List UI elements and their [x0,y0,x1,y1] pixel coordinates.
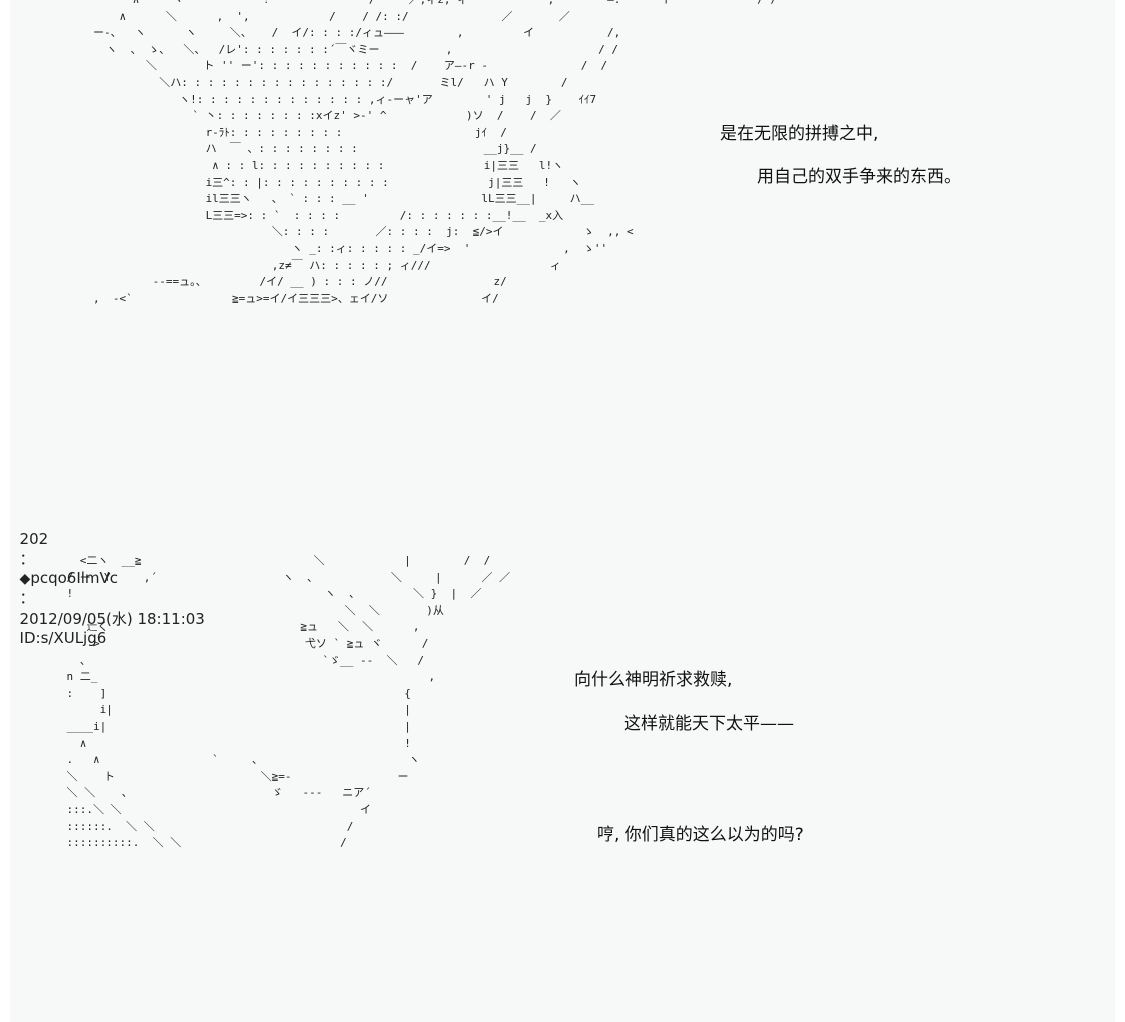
ascii-art-figure-1: ∧ ヾ ! / ／,ィz, ィ , ―. イ / / ∧ ＼ , ', / / … [92,0,777,305]
post-datetime: 2012/09/05(水) 18:11:03 [19,610,205,628]
panel1-line-1: 是在无限的拼搏之中, [720,124,879,144]
post-separator: ： [19,550,35,568]
panel1-line-2: 用自己的双手争来的东西。 [757,167,961,187]
ascii-art-figure-2: <二ヽ __≧ ＼ | / / / ー Y ,´ ヽ 、 ＼ | ／ ／ ! ヽ… [66,554,510,850]
post-separator: ： [19,589,35,607]
panel2-line-1: 向什么神明祈求救赎, [574,670,733,690]
thread-page [10,0,1115,1022]
post-id: ID:s/XULjg6 [19,629,107,647]
post-number: 202 [19,530,49,548]
post-author: pcqo6IlmVc [30,569,119,587]
panel2-line-3: 哼, 你们真的这么以为的吗? [597,825,804,845]
diamond-icon: ◆ [19,571,31,587]
post-header: 202 ： ◆pcqo6IlmVc ： 2012/09/05(水) 18:11:… [10,512,205,647]
panel2-line-2: 这样就能天下太平—— [624,714,794,734]
